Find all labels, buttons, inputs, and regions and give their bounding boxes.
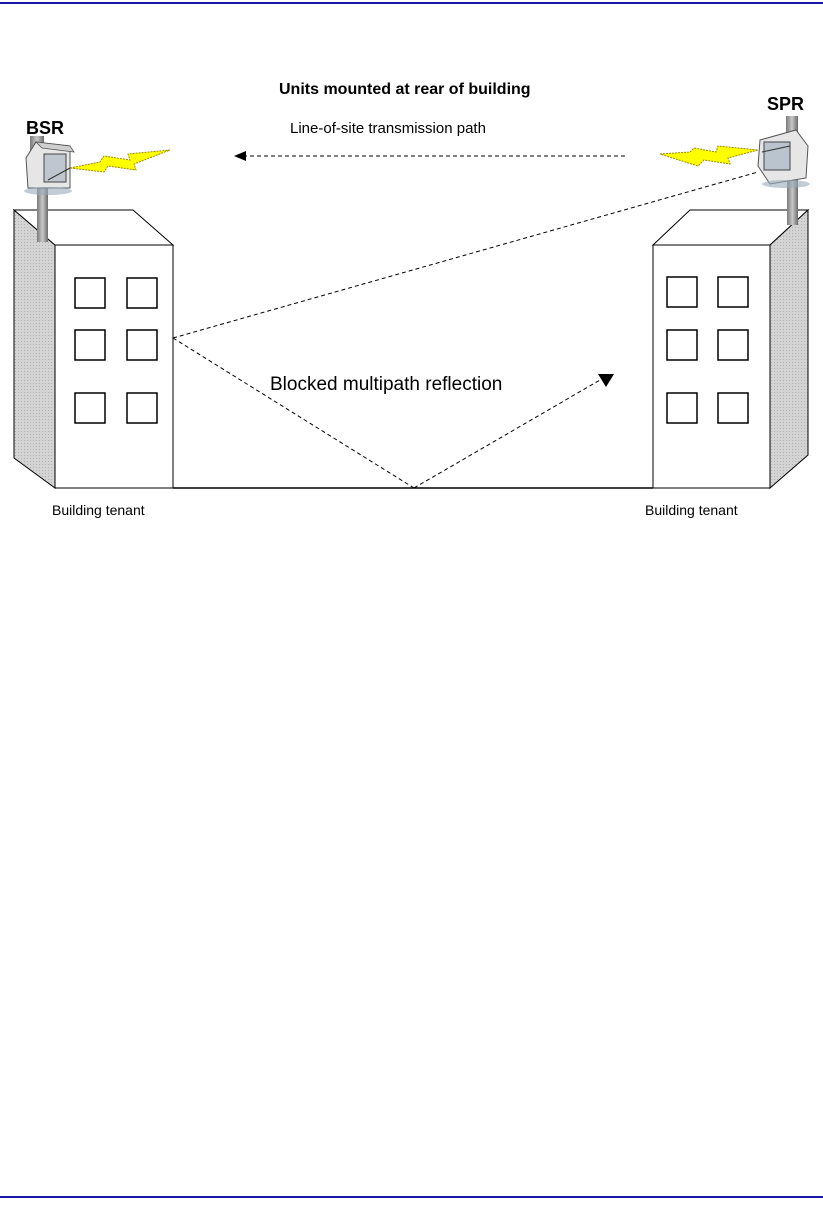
- window-icon: [718, 393, 748, 423]
- window-icon: [75, 330, 105, 360]
- los-label: Line-of-site transmission path: [290, 120, 486, 137]
- bsr-label: BSR: [26, 118, 64, 138]
- left-building-icon: [14, 210, 173, 488]
- window-icon: [718, 330, 748, 360]
- window-icon: [75, 278, 105, 308]
- window-icon: [718, 277, 748, 307]
- window-icon: [127, 330, 157, 360]
- right-building-icon: [653, 210, 808, 488]
- right-building-label: Building tenant: [645, 502, 738, 518]
- window-icon: [127, 278, 157, 308]
- window-icon: [75, 393, 105, 423]
- top-rule: [0, 2, 823, 4]
- spr-label: SPR: [767, 94, 804, 114]
- diagram-title: Units mounted at rear of building: [279, 81, 531, 98]
- window-icon: [667, 330, 697, 360]
- reflection-label: Blocked multipath reflection: [270, 374, 502, 395]
- bottom-rule: [0, 1196, 823, 1198]
- window-icon: [667, 393, 697, 423]
- left-building-label: Building tenant: [52, 502, 145, 518]
- wireless-path-diagram: Units mounted at rear of building BSR: [0, 80, 823, 525]
- window-icon: [127, 393, 157, 423]
- window-icon: [667, 277, 697, 307]
